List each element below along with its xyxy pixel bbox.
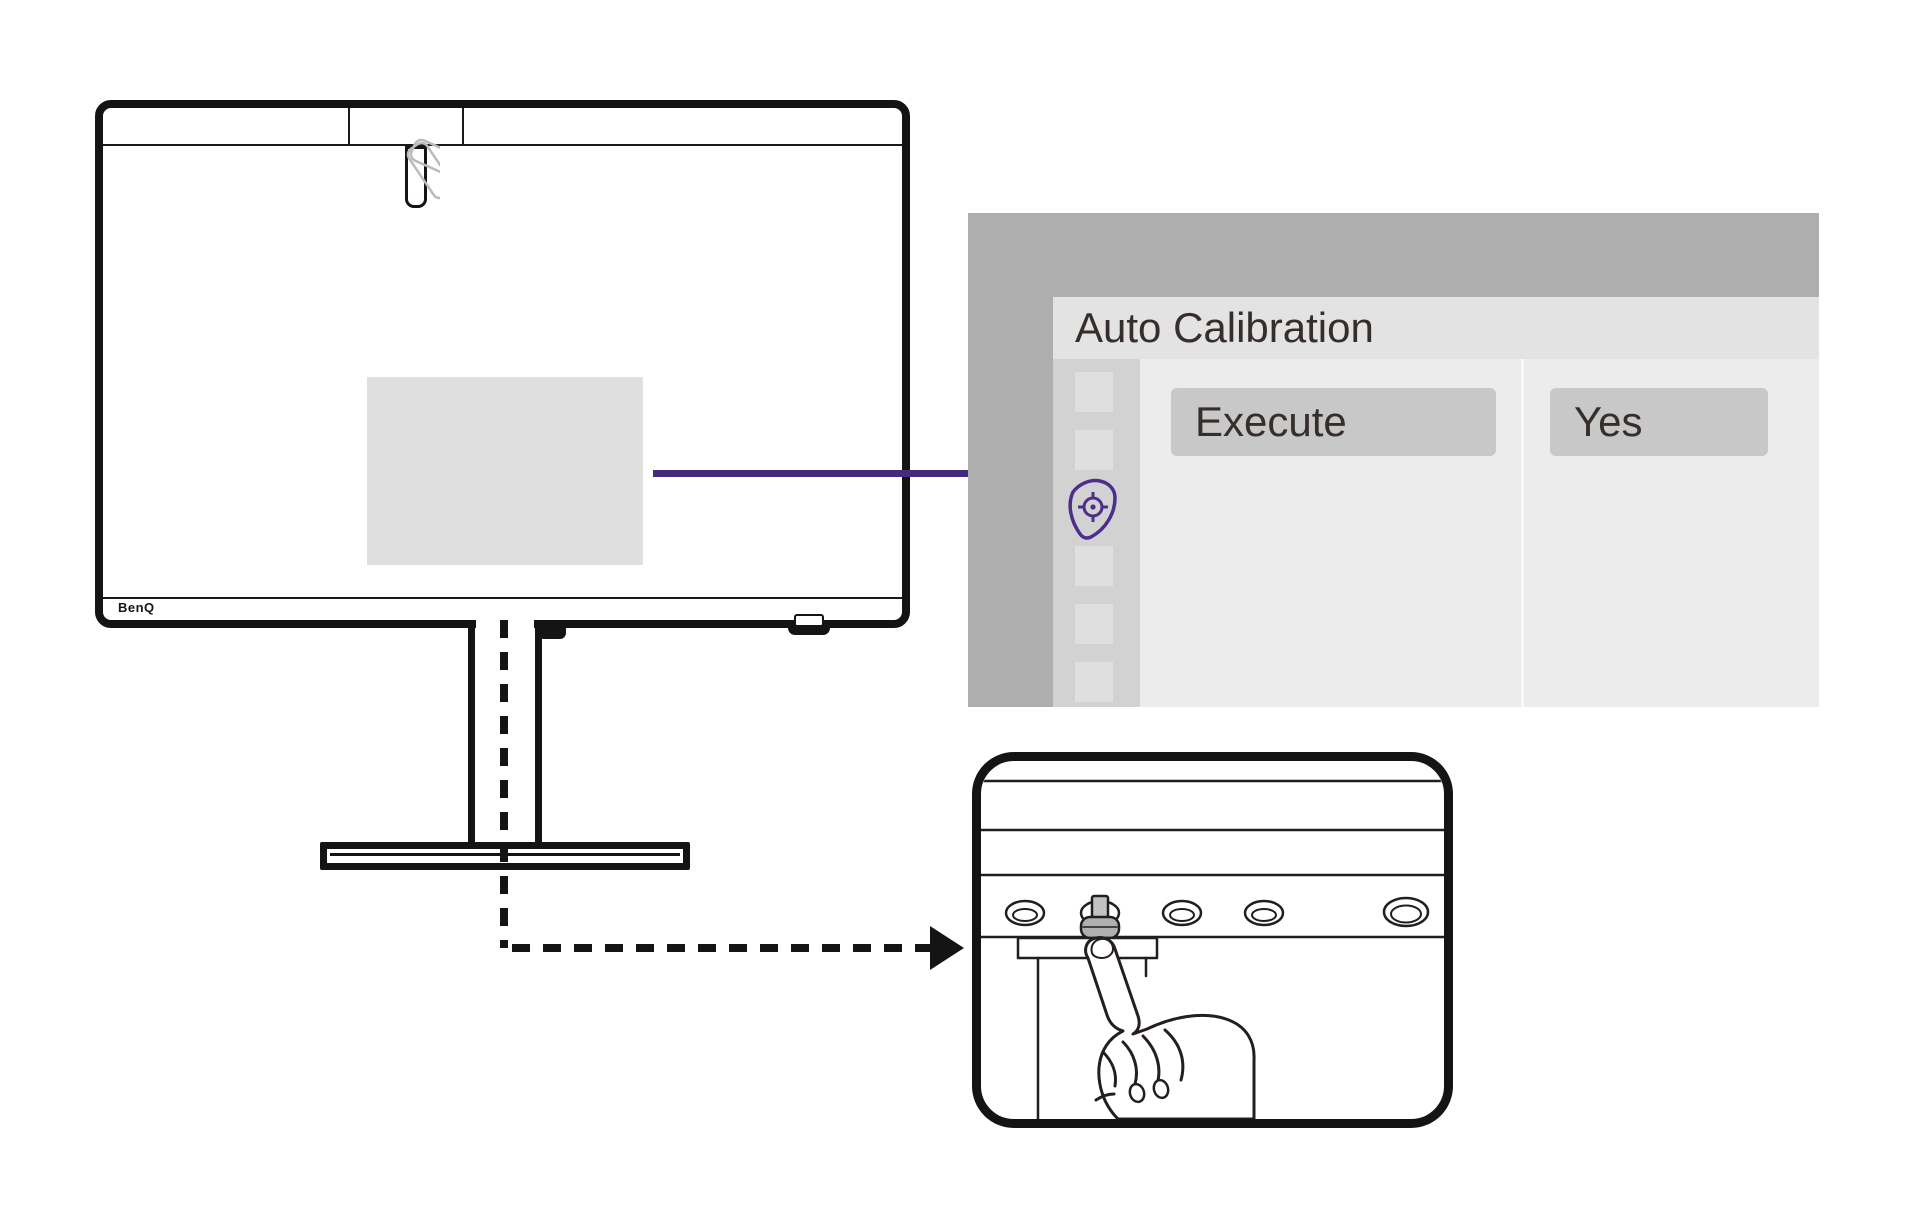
power-button[interactable] bbox=[794, 614, 824, 627]
arrowhead-icon bbox=[930, 926, 964, 970]
osd-title: Auto Calibration bbox=[1053, 297, 1819, 359]
sidebar-item-4[interactable] bbox=[1075, 546, 1113, 586]
calibration-target-icon[interactable] bbox=[1064, 476, 1124, 542]
sidebar-item-6[interactable] bbox=[1075, 662, 1113, 702]
stand-hinge-cover bbox=[538, 627, 566, 639]
sidebar-item-2[interactable] bbox=[1075, 430, 1113, 470]
hood-divider-left bbox=[348, 108, 350, 146]
yes-button[interactable]: Yes bbox=[1550, 388, 1768, 456]
stand-column-left-edge bbox=[468, 626, 475, 842]
dongle-rotation-ghost-icon bbox=[406, 138, 440, 200]
sidebar-item-1[interactable] bbox=[1075, 372, 1113, 412]
osd-callout-line bbox=[653, 470, 968, 477]
osd-column-separator bbox=[1521, 359, 1524, 707]
control-key-1[interactable] bbox=[1004, 899, 1046, 927]
execute-button[interactable]: Execute bbox=[1171, 388, 1496, 456]
power-key[interactable] bbox=[1382, 896, 1430, 928]
control-key-4[interactable] bbox=[1243, 899, 1285, 927]
sidebar-item-5[interactable] bbox=[1075, 604, 1113, 644]
dashed-connector-vertical bbox=[500, 620, 508, 948]
screen-osd-highlight bbox=[367, 377, 643, 565]
closeup-illustration bbox=[981, 779, 1444, 1119]
brand-logo: BenQ bbox=[118, 600, 155, 615]
bottom-bezel-line bbox=[103, 597, 902, 599]
stand-column-right-edge bbox=[535, 626, 542, 842]
top-bezel-line bbox=[103, 144, 902, 146]
dashed-connector-horizontal bbox=[512, 944, 930, 952]
control-key-3[interactable] bbox=[1161, 899, 1203, 927]
pointing-hand bbox=[1084, 936, 1256, 1119]
hood-divider-right bbox=[462, 108, 464, 146]
control-key-2-pressed[interactable] bbox=[1079, 894, 1121, 940]
